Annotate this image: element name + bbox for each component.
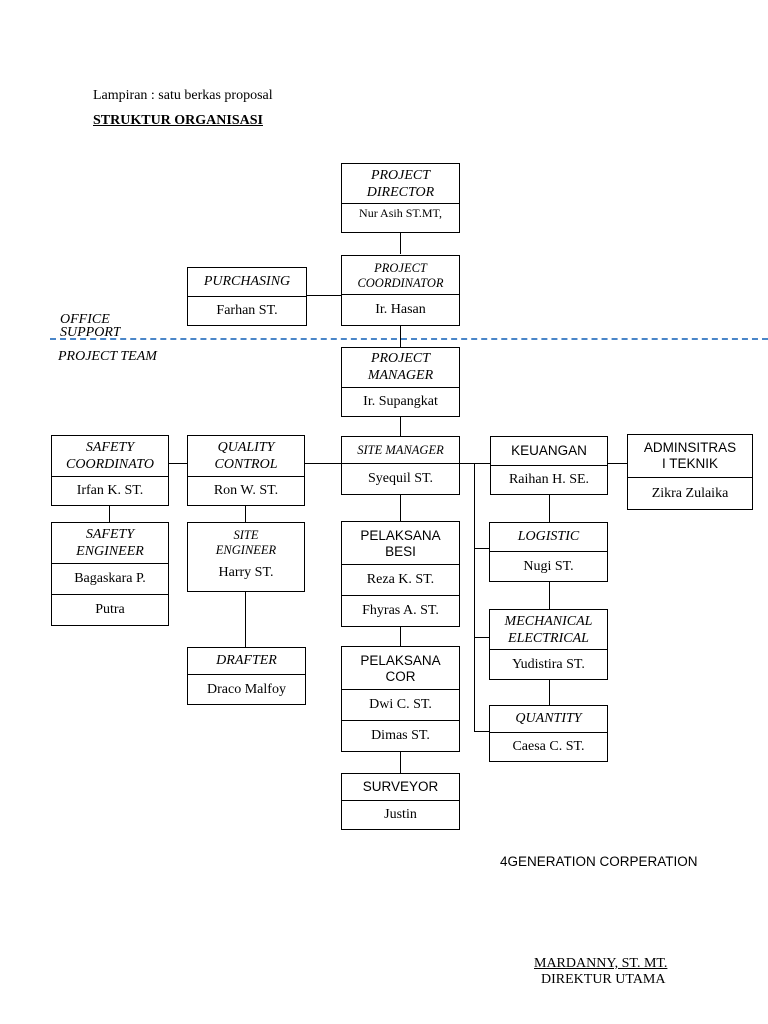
node-title: DRAFTER <box>216 652 277 668</box>
node-title: PURCHASING <box>203 273 291 289</box>
node-name: Yudistira ST. <box>512 656 585 672</box>
section-project-team: PROJECT TEAM <box>58 349 157 364</box>
line-coordinator-manager <box>400 325 401 347</box>
node-purchasing: PURCHASING Farhan ST. <box>187 267 307 326</box>
line-pelbesi-pelcor <box>400 626 401 646</box>
divider-dashed-line <box>50 338 768 340</box>
line-branch-mech <box>474 637 489 638</box>
node-title: QUANTITY <box>515 710 582 726</box>
node-name: Caesa C. ST. <box>512 739 585 755</box>
line-keuangan-branch <box>474 463 475 731</box>
node-title: MANAGER <box>367 368 434 383</box>
node-pelaksana-besi: PELAKSANA BESI Reza K. ST. Fhyras A. ST. <box>341 521 460 627</box>
node-mechanical-electrical: MECHANICAL ELECTRICAL Yudistira ST. <box>489 609 608 680</box>
node-project-manager: PROJECT MANAGER Ir. Supangkat <box>341 347 460 417</box>
company-name: 4GENERATION CORPERATION <box>500 854 698 869</box>
node-title: SITE <box>233 528 259 542</box>
line-director-coordinator <box>400 232 401 254</box>
node-quality-control: QUALITY CONTROL Ron W. ST. <box>187 435 305 506</box>
line-qc-siteeng <box>245 505 246 522</box>
node-name: Farhan ST. <box>216 303 278 319</box>
node-site-engineer: SITE ENGINEER Harry ST. <box>187 522 305 592</box>
node-title: COORDINATOR <box>357 276 444 290</box>
node-administrasi-teknik: ADMINSITRAS I TEKNIK Zikra Zulaika <box>627 434 753 510</box>
node-name: Zikra Zulaika <box>651 485 729 501</box>
node-name: Dimas ST. <box>371 728 430 744</box>
node-title: ENGINEER <box>76 544 144 559</box>
node-title: ENGINEER <box>215 543 277 557</box>
node-surveyor: SURVEYOR Justin <box>341 773 460 830</box>
node-title: COR <box>385 669 416 684</box>
node-title: ELECTRICAL <box>508 631 589 646</box>
node-project-coordinator: PROJECT COORDINATOR Ir. Hasan <box>341 255 460 326</box>
node-name: Raihan H. SE. <box>508 472 590 488</box>
node-name: Ir. Hasan <box>375 302 426 318</box>
node-drafter: DRAFTER Draco Malfoy <box>187 647 306 705</box>
node-safety-coordinator: SAFETY COORDINATO Irfan K. ST. <box>51 435 169 506</box>
section-office: OFFICE <box>60 312 110 327</box>
page-title: STRUKTUR ORGANISASI <box>93 113 263 128</box>
node-name: Draco Malfoy <box>207 681 286 697</box>
node-quantity: QUANTITY Caesa C. ST. <box>489 705 608 762</box>
node-title: SAFETY <box>85 527 135 543</box>
node-title: PELAKSANA <box>360 652 441 668</box>
node-title: MECHANICAL <box>504 614 593 630</box>
line-manager-site <box>400 417 401 436</box>
node-title: PELAKSANA <box>360 527 441 543</box>
node-name: Fhyras A. ST. <box>362 603 439 619</box>
node-name: Nugi ST. <box>523 558 574 574</box>
node-safety-engineer: SAFETY ENGINEER Bagaskara P. Putra <box>51 522 169 626</box>
node-title: COORDINATO <box>66 457 154 472</box>
attachment-note: Lampiran : satu berkas proposal <box>93 88 273 103</box>
node-title: QUALITY <box>217 440 275 456</box>
node-title: I TEKNIK <box>661 456 719 471</box>
line-branch-logistic <box>474 548 489 549</box>
node-title: PROJECT <box>370 351 431 367</box>
node-name: Syequil ST. <box>367 471 434 487</box>
node-name: Justin <box>384 807 417 823</box>
node-name: Putra <box>95 602 125 618</box>
signer-position: DIREKTUR UTAMA <box>541 972 666 987</box>
node-site-manager: SITE MANAGER Syequil ST. <box>341 436 460 495</box>
line-safetycoord-safetyeng <box>109 505 110 522</box>
node-logistic: LOGISTIC Nugi ST. <box>489 522 608 582</box>
node-title: LOGISTIC <box>517 528 580 544</box>
node-keuangan: KEUANGAN Raihan H. SE. <box>490 436 608 495</box>
node-name: Ron W. ST. <box>213 483 279 499</box>
node-title: PROJECT <box>374 261 427 275</box>
line-branch-quantity <box>474 731 489 732</box>
section-office-cut: SUPPORT <box>60 326 121 336</box>
node-name: Ir. Supangkat <box>363 394 438 410</box>
line-pelcor-surveyor <box>400 751 401 773</box>
node-title: SITE MANAGER <box>357 442 444 457</box>
node-pelaksana-cor: PELAKSANA COR Dwi C. ST. Dimas ST. <box>341 646 460 752</box>
line-siteeng-drafter <box>245 591 246 647</box>
line-purchasing-coordinator <box>306 295 342 296</box>
node-title: SURVEYOR <box>362 778 439 794</box>
node-title: PROJECT <box>370 168 431 184</box>
node-title: BESI <box>385 544 416 559</box>
node-title: SAFETY <box>85 440 135 456</box>
line-site-pelbesi <box>400 495 401 521</box>
node-title: KEUANGAN <box>511 442 587 458</box>
signer-name: MARDANNY, ST. MT. <box>534 956 668 971</box>
line-mech-quantity <box>549 679 550 706</box>
node-title: CONTROL <box>214 457 278 472</box>
node-name: Nur Asih ST.MT, <box>359 206 442 220</box>
node-name: Dwi C. ST. <box>369 696 432 712</box>
line-keuangan-logistic <box>549 495 550 522</box>
node-name: Harry ST. <box>218 565 274 580</box>
node-name: Irfan K. ST. <box>76 483 144 499</box>
node-project-director: PROJECT DIRECTOR Nur Asih ST.MT, <box>341 163 460 233</box>
node-title: DIRECTOR <box>366 185 435 200</box>
line-logistic-mech <box>549 581 550 609</box>
node-title: ADMINSITRAS <box>643 439 737 455</box>
node-name: Reza K. ST. <box>366 571 435 587</box>
node-name: Bagaskara P. <box>74 570 146 586</box>
